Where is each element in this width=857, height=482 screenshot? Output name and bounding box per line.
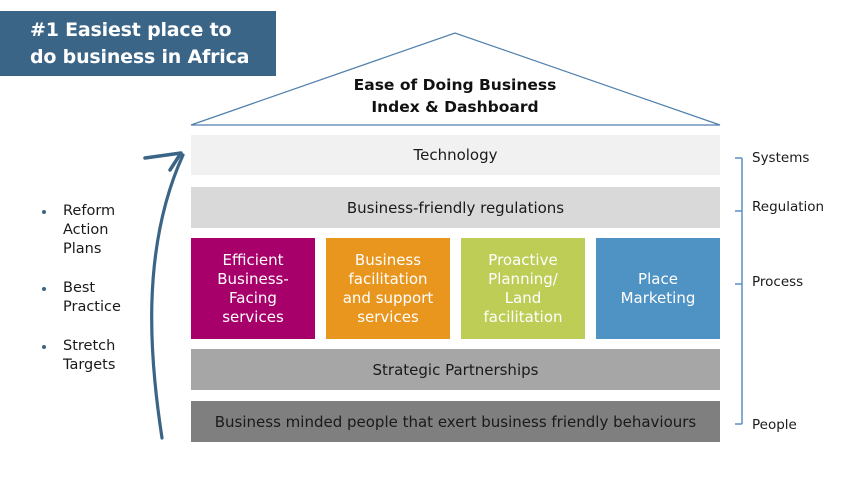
pillar-proactive-planning: Proactive Planning/ Land facilitation bbox=[461, 238, 585, 339]
roof-title: Ease of Doing Business Index & Dashboard bbox=[300, 74, 610, 118]
side-label-process: Process bbox=[752, 274, 804, 290]
pillar-line: Facing bbox=[229, 288, 277, 307]
list-item: Stretch Targets bbox=[42, 337, 152, 375]
regulations-label: Business-friendly regulations bbox=[346, 198, 565, 217]
list-item-line: Plans bbox=[63, 241, 102, 257]
list-item-line: Targets bbox=[63, 357, 116, 373]
headline-line-1: #1 Easiest place to bbox=[30, 19, 232, 41]
roof-title-line-2: Index & Dashboard bbox=[371, 98, 539, 116]
pillar-line: Proactive bbox=[488, 250, 558, 269]
pillar-line: services bbox=[222, 307, 284, 326]
pillar-line: services bbox=[357, 307, 419, 326]
list-item-line: Practice bbox=[63, 299, 121, 315]
side-label-systems: Systems bbox=[752, 150, 810, 166]
roof-title-line-1: Ease of Doing Business bbox=[353, 76, 557, 94]
pillar-line: Business bbox=[354, 250, 422, 269]
pillar-line: Place bbox=[638, 269, 678, 288]
pillar-line: Planning/ bbox=[488, 269, 558, 288]
pillar-line: Efficient bbox=[222, 250, 284, 269]
people-layer: Business minded people that exert busine… bbox=[191, 401, 720, 442]
pillar-line: Land bbox=[504, 288, 542, 307]
regulations-layer: Business-friendly regulations bbox=[191, 187, 720, 228]
headline-line-2: do business in Africa bbox=[30, 46, 250, 68]
pillar-business-facilitation: Business facilitation and support servic… bbox=[326, 238, 450, 339]
bullet-icon bbox=[42, 287, 46, 291]
list-item: Best Practice bbox=[42, 279, 152, 317]
bullet-icon bbox=[42, 210, 46, 214]
people-label: Business minded people that exert busine… bbox=[214, 412, 697, 431]
approach-list: Reform Action Plans Best Practice Stretc… bbox=[42, 202, 152, 395]
side-label-regulation: Regulation bbox=[752, 199, 825, 215]
list-item: Reform Action Plans bbox=[42, 202, 152, 259]
partnerships-layer: Strategic Partnerships bbox=[191, 349, 720, 390]
side-label-people: People bbox=[752, 417, 797, 433]
curved-up-arrow-icon bbox=[143, 151, 185, 440]
list-item-line: Action bbox=[63, 222, 109, 238]
list-item-line: Stretch bbox=[63, 338, 116, 354]
pillar-line: facilitation bbox=[483, 307, 563, 326]
roof-outline bbox=[190, 32, 721, 126]
technology-label: Technology bbox=[413, 146, 498, 164]
list-item-line: Best bbox=[63, 280, 96, 296]
pillar-line: facilitation bbox=[348, 269, 428, 288]
partnerships-label: Strategic Partnerships bbox=[372, 360, 539, 379]
pillar-line: and support bbox=[342, 288, 434, 307]
pillar-efficient-services: Efficient Business- Facing services bbox=[191, 238, 315, 339]
layer-bracket bbox=[735, 157, 743, 425]
pillar-place-marketing: Place Marketing bbox=[596, 238, 720, 339]
headline-box: #1 Easiest place to do business in Afric… bbox=[0, 11, 276, 76]
bullet-icon bbox=[42, 345, 46, 349]
pillar-line: Marketing bbox=[620, 288, 696, 307]
pillar-line: Business- bbox=[217, 269, 289, 288]
list-item-line: Reform bbox=[63, 203, 116, 219]
technology-layer: Technology bbox=[191, 135, 720, 175]
